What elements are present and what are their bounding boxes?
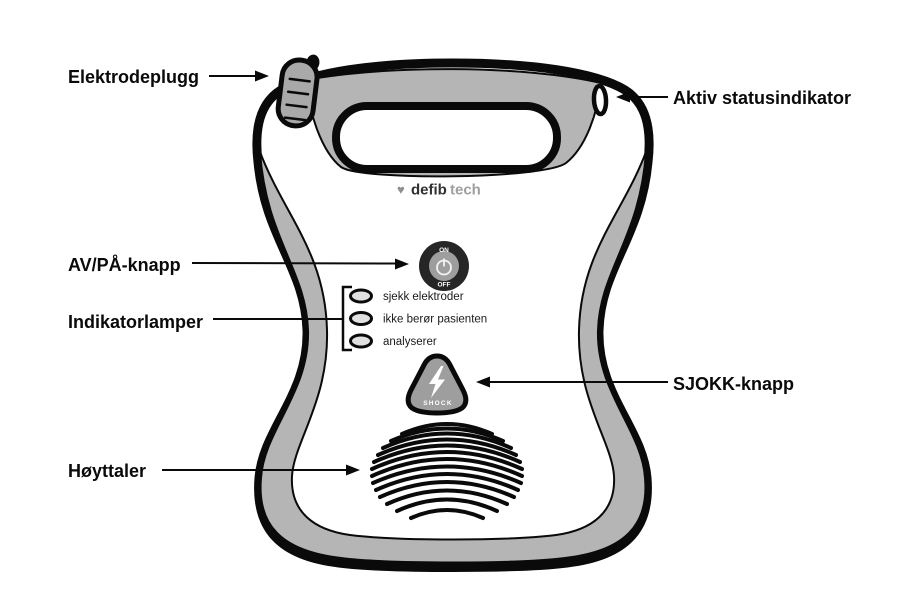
electrode-plug <box>275 54 320 129</box>
callout-label-indicator-lamps: Indikatorlamper <box>68 312 203 332</box>
arrow-left-icon <box>476 376 490 388</box>
callout-label-electrode-plug: Elektrodeplugg <box>68 67 199 87</box>
shock-button-label: SHOCK <box>423 400 452 407</box>
speaker-arc <box>370 457 524 478</box>
callout-label-on-off-button: AV/PÅ-knapp <box>68 255 181 275</box>
speaker-grille <box>370 422 524 520</box>
speaker-arc <box>372 443 522 464</box>
indicator-lamps-group: sjekk elektroder ikke berør pasienten an… <box>341 285 487 352</box>
lamp-analyzing <box>349 333 373 349</box>
lamp-label-do-not-touch: ikke berør pasienten <box>383 314 487 326</box>
power-button: ON OFF <box>419 241 469 291</box>
speaker-arc <box>409 508 485 520</box>
lamp-do-not-touch <box>349 311 373 326</box>
handle-hole <box>332 102 561 173</box>
speaker-arc <box>385 488 509 506</box>
callout-on-off-button: AV/PÅ-knapp <box>68 255 409 275</box>
speaker-arc <box>389 426 505 443</box>
callout-label-speaker: Høyttaler <box>68 461 146 481</box>
arrow-right-icon <box>255 70 269 82</box>
callout-active-status-indicator: Aktiv statusindikator <box>616 88 851 108</box>
brand-logo: ♥ defib tech <box>397 182 481 199</box>
lamp-label-analyzing: analyserer <box>383 336 437 348</box>
power-off-label: OFF <box>438 282 451 289</box>
device-body <box>252 58 654 572</box>
arrow-left-icon <box>616 91 630 103</box>
lamp-label-check-electrodes: sjekk elektroder <box>383 291 464 303</box>
speaker-arc <box>378 480 516 499</box>
power-on-label: ON <box>439 247 449 254</box>
side-and-bottom-trim-panel <box>259 151 647 564</box>
callout-shock-button: SJOKK-knapp <box>476 374 794 394</box>
shock-button: SHOCK <box>405 353 469 416</box>
speaker-arc <box>371 464 523 485</box>
callout-label-shock-button: SJOKK-knapp <box>673 374 794 394</box>
lamp-check-electrodes <box>349 288 373 304</box>
speaker-arc <box>400 422 494 436</box>
power-icon <box>436 258 452 276</box>
electrode-plug-ridges <box>283 77 311 122</box>
callout-label-active-status-indicator: Aktiv statusindikator <box>673 88 851 108</box>
speaker-arc <box>370 450 524 471</box>
brand-name-secondary: tech <box>450 182 481 199</box>
arrow-right-icon <box>346 464 360 476</box>
arrow-right-icon <box>395 258 409 270</box>
speaker-arc <box>395 497 499 513</box>
speaker-arc <box>381 431 513 450</box>
lightning-bolt-icon <box>429 366 445 398</box>
brand-name-primary: defib <box>411 182 447 199</box>
callout-electrode-plug: Elektrodeplugg <box>68 67 269 87</box>
speaker-arc <box>374 472 520 492</box>
callout-line <box>191 262 396 265</box>
heart-icon: ♥ <box>397 182 405 197</box>
callout-speaker: Høyttaler <box>68 461 360 481</box>
active-status-indicator-light <box>591 83 609 117</box>
speaker-arc <box>376 437 518 457</box>
callout-indicator-lamps: Indikatorlamper <box>68 312 343 332</box>
